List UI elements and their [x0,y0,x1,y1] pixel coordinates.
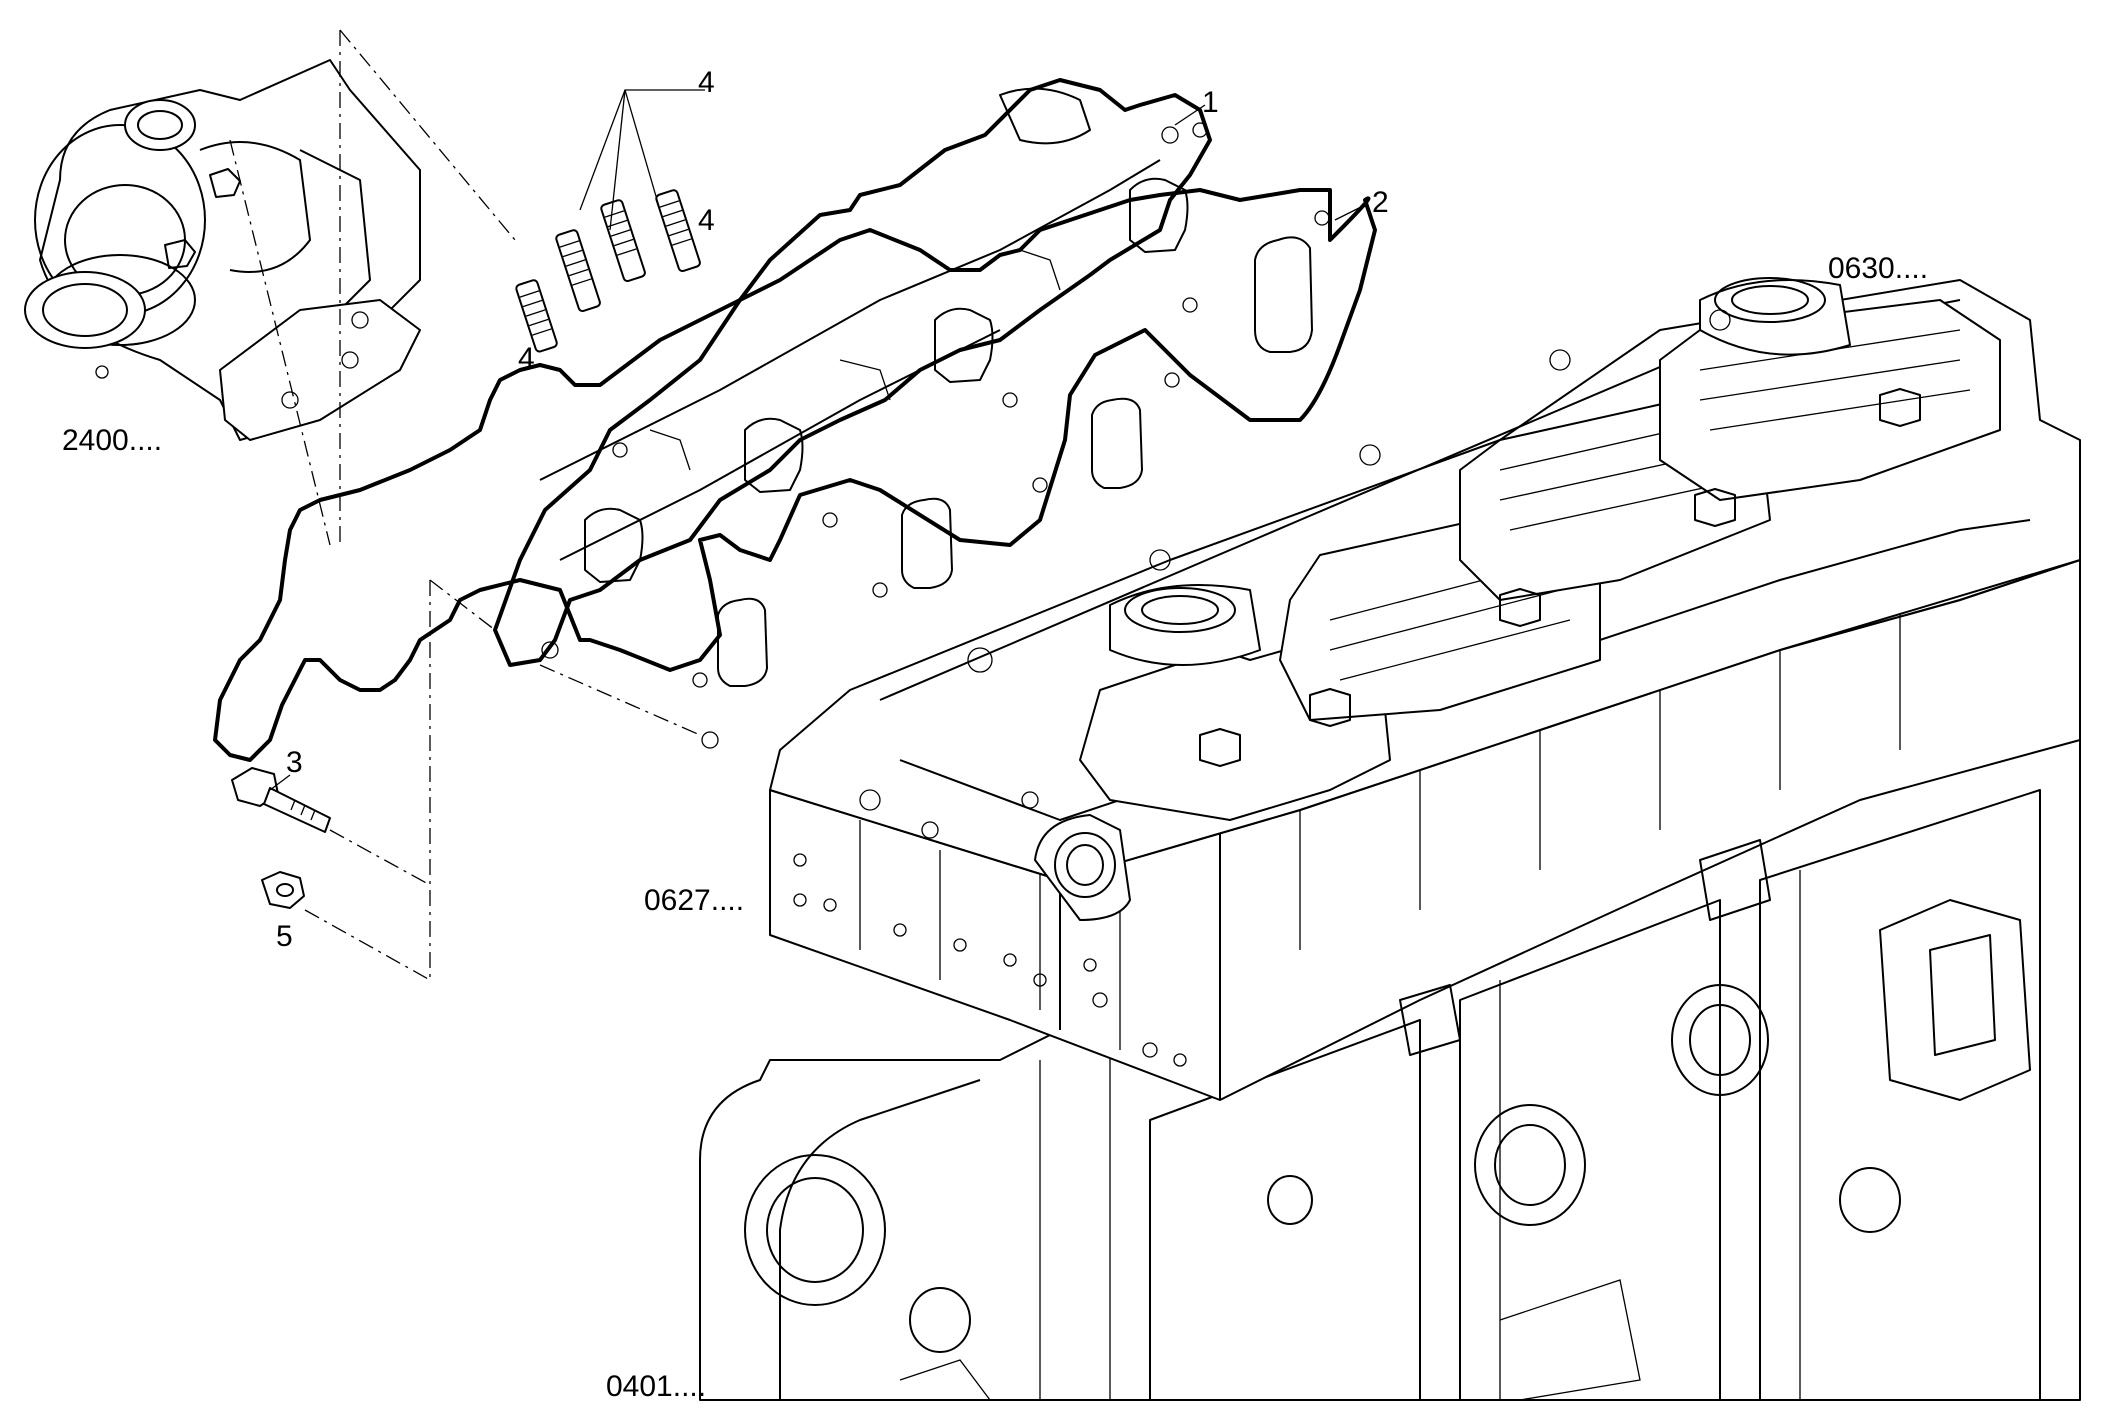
ref-crankcase: 0401.... [606,1370,706,1403]
leader-lines [269,89,1366,791]
valve-cover [769,277,2081,921]
flange-bolt [231,767,331,833]
callout-4-right: 4 [698,204,715,237]
callout-2: 2 [1372,186,1389,219]
callout-3: 3 [286,746,303,779]
flange-nut [261,871,305,909]
callout-5: 5 [276,920,293,953]
turbocharger [24,59,421,441]
callout-4-left: 4 [518,342,535,375]
ref-valve-cover: 0630.... [1828,252,1928,285]
manifold-gasket [213,188,1377,762]
callout-4-top: 4 [698,66,715,99]
studs [515,189,701,353]
ref-cylinder-head: 0627.... [644,884,744,917]
exhaust-manifold [493,78,1212,667]
ref-turbo: 2400.... [62,424,162,457]
callout-1: 1 [1202,86,1219,119]
